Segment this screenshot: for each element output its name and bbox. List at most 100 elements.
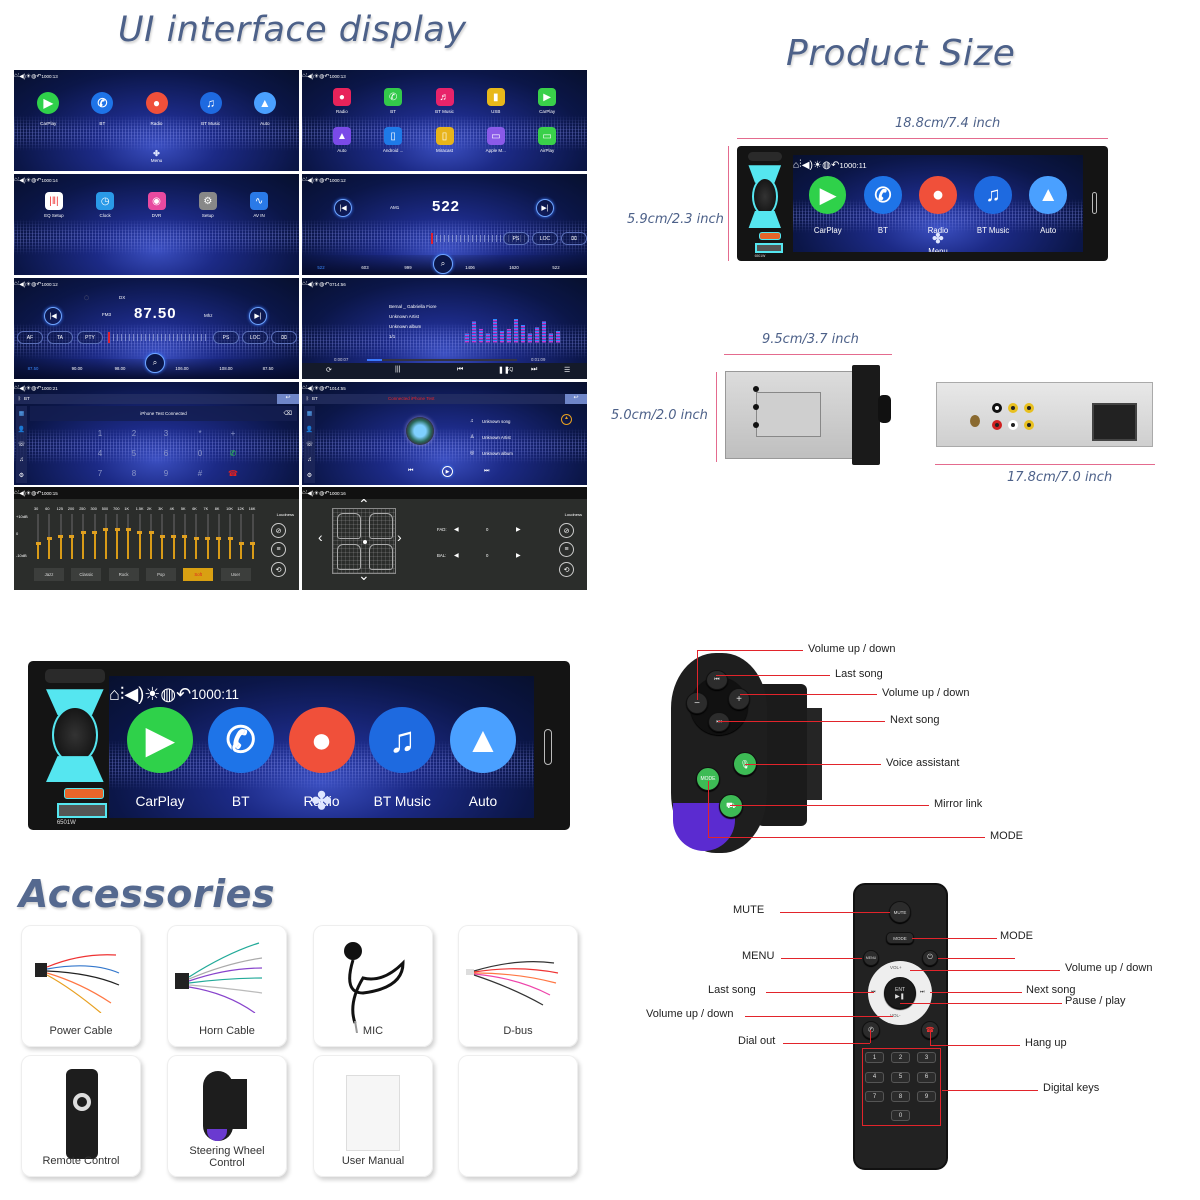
balance-left-arrow[interactable]: ‹ — [318, 529, 323, 545]
back-icon[interactable]: ↶ — [36, 385, 42, 392]
eq-slider-handle[interactable] — [171, 535, 177, 538]
keypad-icon[interactable]: ▦ — [18, 411, 25, 418]
prev-station-button[interactable]: |◀ — [334, 199, 352, 217]
preset-0[interactable]: 87.50 — [27, 366, 39, 371]
dial-key-+[interactable]: + — [230, 429, 236, 438]
link-icon[interactable]: ◍ — [319, 73, 325, 80]
digit-key-6[interactable]: 6 — [917, 1071, 936, 1083]
app-radio[interactable]: ●Radio — [904, 176, 972, 235]
button-ps[interactable]: PS — [503, 232, 529, 245]
backspace-button[interactable]: ⌫ — [283, 411, 292, 417]
next-station-button[interactable]: ▶| — [249, 307, 267, 325]
next-key[interactable] — [46, 756, 104, 782]
bt-play-button[interactable]: ▶ — [442, 466, 453, 477]
contacts-icon[interactable]: 👤 — [17, 426, 26, 433]
eq-slider-10K[interactable] — [227, 514, 233, 559]
home-icon[interactable]: ⌂ — [302, 281, 306, 287]
loudness-toggle[interactable]: ⊘ — [559, 523, 574, 538]
app-bt-music[interactable]: ♫BT Music — [342, 707, 462, 809]
app-bt-music[interactable]: ♫BT Music — [191, 92, 231, 126]
eq-slider-handle[interactable] — [103, 528, 109, 532]
app-auto[interactable]: ▲Auto — [322, 127, 362, 153]
next-track-button[interactable]: ⏭ — [531, 366, 538, 373]
contacts-icon[interactable]: 👤 — [305, 426, 314, 433]
sound-badge[interactable]: ▲ — [561, 414, 572, 425]
eq-slider-handle[interactable] — [137, 530, 143, 534]
eq-slider-6K[interactable] — [193, 514, 199, 559]
digit-key-8[interactable]: 8 — [891, 1091, 910, 1102]
volume-knob[interactable] — [751, 176, 778, 216]
back-icon[interactable]: ↶ — [36, 490, 42, 497]
button-ps[interactable]: PS — [213, 331, 239, 344]
eq-mode-button[interactable]: ≡ — [271, 542, 286, 557]
brightness-icon[interactable]: ☀ — [313, 177, 320, 184]
next-song-button[interactable]: ⏭ — [920, 989, 925, 995]
back-icon[interactable]: ↶ — [176, 683, 192, 704]
eq-slider-handle[interactable] — [216, 537, 222, 541]
pause-button[interactable]: ❚❚ — [498, 367, 510, 374]
dial-key-6[interactable]: 6 — [163, 449, 169, 458]
eq-slider-8K[interactable] — [216, 514, 222, 559]
dial-key-3[interactable]: 3 — [163, 429, 169, 438]
progress-bar[interactable] — [367, 358, 517, 361]
button-pty[interactable]: PTY — [77, 331, 103, 344]
eq-slider-30[interactable] — [35, 514, 41, 559]
settings-icon[interactable]: ⚙ — [18, 472, 25, 479]
eq-slider-200[interactable] — [69, 514, 75, 559]
app-radio[interactable]: ●Radio — [137, 92, 177, 126]
app-miracast[interactable]: ▯Miracast — [425, 127, 465, 153]
bt-next-button[interactable]: ⏭ — [484, 468, 490, 474]
equalizer-icon[interactable]: ⫶ — [305, 489, 308, 496]
home-icon[interactable]: ⌂ — [302, 385, 306, 391]
volume-icon[interactable]: ◀) — [307, 385, 314, 392]
volume-icon[interactable]: ◀) — [19, 73, 26, 80]
app-auto[interactable]: ▲Auto — [245, 92, 285, 126]
brightness-icon[interactable]: ☀ — [25, 177, 32, 184]
balance-right-arrow[interactable]: › — [397, 529, 402, 545]
volume-icon[interactable]: ◀) — [124, 683, 145, 704]
digit-key-5[interactable]: 5 — [891, 1071, 910, 1083]
dial-call-button[interactable]: ✆ — [229, 449, 237, 458]
bal-increase-button[interactable]: ▶ — [516, 553, 521, 559]
volume-icon[interactable]: ◀) — [801, 159, 813, 171]
next-key[interactable] — [748, 210, 782, 229]
app-apple-m-[interactable]: ▭Apple M... — [476, 127, 516, 153]
eq-slider-12K[interactable] — [238, 514, 244, 559]
app-radio[interactable]: ●Radio — [262, 707, 382, 809]
app-clock[interactable]: ◷Clock — [85, 192, 125, 218]
call-log-icon[interactable]: ☏ — [305, 442, 314, 449]
fad-decrease-button[interactable]: ◀ — [454, 527, 459, 533]
previous-track-button[interactable]: ⏮ — [457, 366, 464, 373]
bt-back-button[interactable]: ↩ — [277, 394, 299, 404]
preset-user[interactable]: User — [220, 568, 251, 581]
digit-key-1[interactable]: 1 — [865, 1052, 884, 1063]
eq-slider-1.5K[interactable] — [137, 514, 143, 559]
equalizer-icon[interactable]: ⫶ — [305, 176, 308, 183]
link-icon[interactable]: ◍ — [319, 385, 325, 392]
brightness-icon[interactable]: ☀ — [25, 385, 32, 392]
eq-slider-16K[interactable] — [250, 514, 256, 559]
eq-slider-handle[interactable] — [46, 537, 52, 541]
app-carplay[interactable]: ▶CarPlay — [527, 88, 567, 114]
app-carplay[interactable]: ▶CarPlay — [794, 176, 862, 235]
dial-key-7[interactable]: 7 — [97, 469, 103, 478]
bt-prev-button[interactable]: ⏮ — [408, 468, 414, 474]
menu-button[interactable]: ✤Menu — [277, 787, 367, 818]
app-bt-music[interactable]: ♫BT Music — [959, 176, 1027, 235]
eq-slider-handle[interactable] — [227, 537, 233, 541]
search-button[interactable]: ⌕ — [145, 353, 165, 373]
balance-point[interactable] — [363, 540, 367, 544]
link-icon[interactable]: ◍ — [31, 73, 37, 80]
prev-key[interactable] — [748, 165, 782, 183]
call-log-icon[interactable]: ☏ — [17, 442, 26, 449]
equalizer-icon[interactable]: ⫶ — [17, 176, 20, 183]
digit-key-0[interactable]: 0 — [891, 1110, 910, 1121]
home-icon[interactable]: ⌂ — [302, 490, 306, 496]
link-icon[interactable]: ◍ — [319, 490, 325, 497]
usb-c-port[interactable] — [64, 788, 104, 799]
eq-slider-300[interactable] — [92, 514, 97, 559]
brightness-icon[interactable]: ☀ — [313, 490, 320, 497]
app-bt[interactable]: ✆BT — [82, 92, 122, 126]
eq-slider-700[interactable] — [114, 514, 120, 559]
link-icon[interactable]: ◍ — [31, 177, 37, 184]
